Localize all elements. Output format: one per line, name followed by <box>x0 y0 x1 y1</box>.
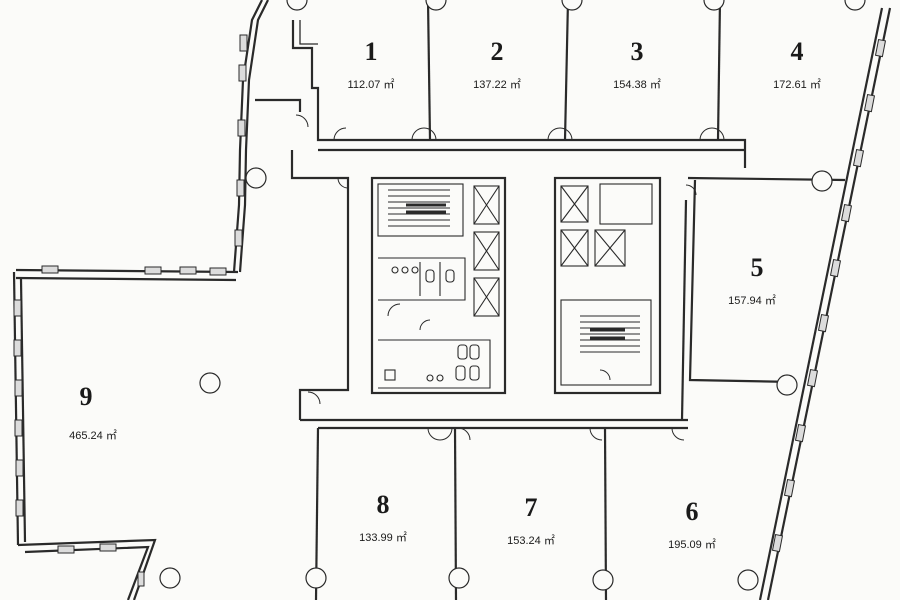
elevators-east <box>560 183 653 267</box>
unit-area: 154.38 ㎡ <box>613 78 661 91</box>
unit-3: 3 154.38 ㎡ <box>613 37 661 91</box>
unit-number: 1 <box>365 37 378 66</box>
unit-9: 9 465.24 ㎡ <box>69 382 117 442</box>
unit-1: 1 112.07 ㎡ <box>348 37 395 91</box>
unit-6: 6 195.09 ㎡ <box>668 497 716 551</box>
unit-8: 8 133.99 ㎡ <box>359 490 407 544</box>
unit-area: 157.94 ㎡ <box>728 294 776 307</box>
stair-west <box>388 189 450 227</box>
unit-number: 7 <box>525 493 538 522</box>
unit-5: 5 157.94 ㎡ <box>728 253 776 307</box>
unit-area: 153.24 ㎡ <box>507 534 555 547</box>
unit-area: 137.22 ㎡ <box>473 78 521 91</box>
stair-east <box>560 299 652 386</box>
unit-2: 2 137.22 ㎡ <box>473 37 521 91</box>
unit-4: 4 172.61 ㎡ <box>773 37 821 91</box>
columns <box>159 0 866 591</box>
unit-area: 133.99 ㎡ <box>359 531 407 544</box>
corridor-walls <box>255 20 846 600</box>
north-unit-dividers <box>426 0 722 141</box>
unit-doors <box>295 114 725 441</box>
unit-number: 6 <box>686 497 699 526</box>
unit-area: 465.24 ㎡ <box>69 429 117 442</box>
unit-labels: 1 112.07 ㎡ 2 137.22 ㎡ 3 154.38 ㎡ 4 172.6… <box>69 37 821 551</box>
unit-number: 5 <box>751 253 764 282</box>
elevators-west <box>473 185 500 317</box>
unit-area: 172.61 ㎡ <box>773 78 821 91</box>
east-facade <box>758 7 892 600</box>
unit-number: 3 <box>631 37 644 66</box>
restrooms-west <box>378 257 491 389</box>
unit-area: 195.09 ㎡ <box>668 538 716 551</box>
core-west <box>370 176 507 395</box>
unit-area: 112.07 ㎡ <box>348 78 395 91</box>
unit-number: 4 <box>791 37 804 66</box>
west-facade-upper <box>232 0 269 273</box>
unit-9-facade <box>12 265 239 600</box>
unit-number: 8 <box>377 490 390 519</box>
unit-number: 2 <box>491 37 504 66</box>
unit-number: 9 <box>80 382 93 411</box>
core-east <box>553 176 662 395</box>
unit-7: 7 153.24 ㎡ <box>507 493 555 547</box>
